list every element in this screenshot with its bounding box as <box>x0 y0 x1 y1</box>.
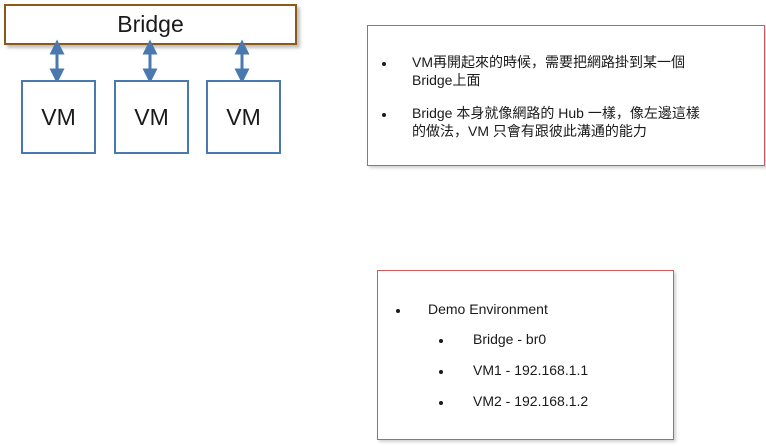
demo-item: VM2 - 192.168.1.2 <box>439 392 588 410</box>
vm-label: VM <box>226 103 261 130</box>
vm-box: VM <box>206 80 281 154</box>
notes-item: Bridge 本身就像網路的 Hub 一樣，像左邊這樣 的做法，VM 只會有跟彼… <box>382 104 752 140</box>
vm-box: VM <box>21 80 96 154</box>
bullet-icon <box>396 309 400 313</box>
bridge-label: Bridge <box>117 11 184 37</box>
demo-item: VM1 - 192.168.1.1 <box>439 361 588 379</box>
demo-title-item: Demo Environment <box>396 300 548 318</box>
vm-label: VM <box>134 103 169 130</box>
bridge-vm-connectors <box>49 39 250 84</box>
demo-item-text: VM2 - 192.168.1.2 <box>473 393 589 409</box>
bullet-icon <box>439 401 443 405</box>
bullet-icon <box>439 339 443 343</box>
bullet-icon <box>439 370 443 374</box>
bullet-icon <box>382 62 386 66</box>
demo-item: Bridge - br0 <box>439 330 546 348</box>
vm-label: VM <box>41 103 76 130</box>
demo-item-text: Bridge - br0 <box>473 331 547 347</box>
demo-title: Demo Environment <box>428 301 548 317</box>
bridge-box: Bridge <box>4 4 297 45</box>
notes-item-text: Bridge 本身就像網路的 Hub 一樣，像左邊這樣 的做法，VM 只會有跟彼… <box>412 105 700 139</box>
notes-item: VM再開起來的時候，需要把網路掛到某一個 Bridge上面 <box>382 53 752 89</box>
notes-item-text: VM再開起來的時候，需要把網路掛到某一個 Bridge上面 <box>412 54 685 88</box>
notes-box <box>367 25 765 166</box>
demo-box <box>377 270 674 440</box>
vm-box: VM <box>114 80 189 154</box>
bullet-icon <box>382 113 386 117</box>
demo-item-text: VM1 - 192.168.1.1 <box>473 362 589 378</box>
